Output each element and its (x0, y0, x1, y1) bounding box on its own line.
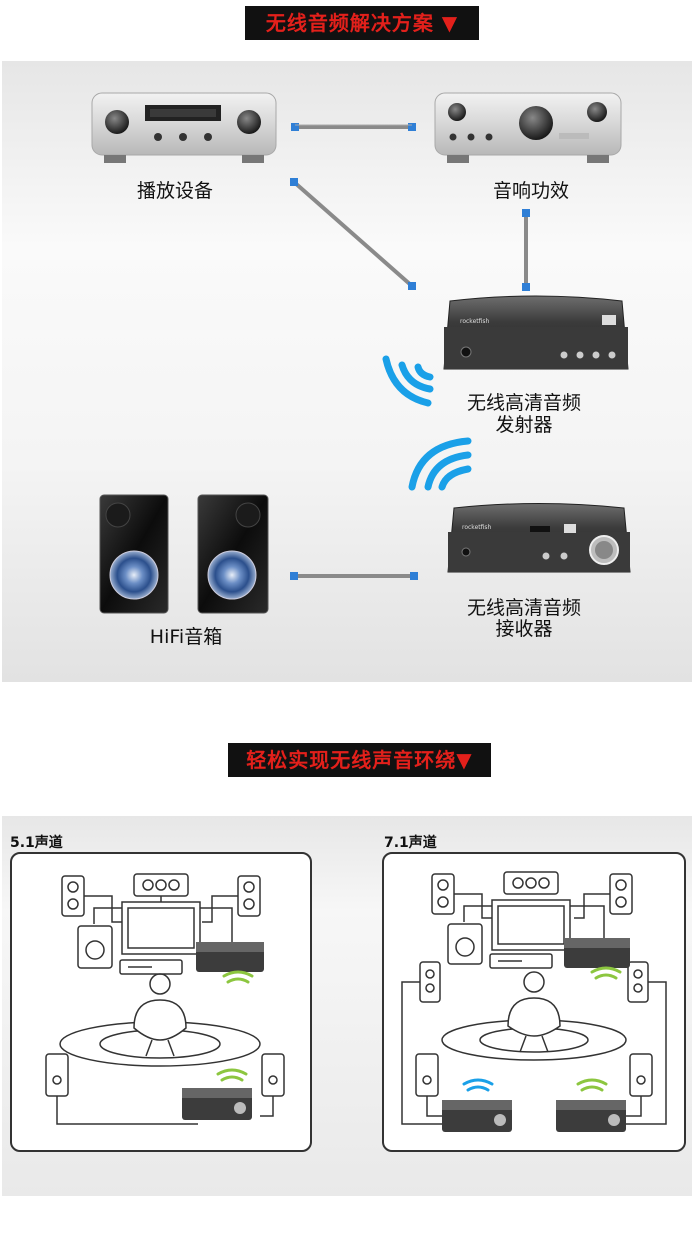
amplifier-device-icon (433, 91, 623, 167)
transmitter-label-line1: 无线高清音频 (466, 392, 581, 414)
transmitter-device-icon: rocketfish (438, 293, 634, 375)
surround-7-1-title: 7.1声道 (384, 835, 437, 851)
room-7-1 (382, 852, 686, 1152)
section2-banner: 轻松实现无线声音环绕▼ (228, 743, 491, 777)
receiver-label-line2: 接收器 (495, 618, 553, 640)
wifi-waves-receive-icon (408, 437, 472, 491)
hifi-speakers-icon (98, 493, 274, 623)
transmitter-brand: rocketfish (460, 318, 490, 325)
receiver-device-icon: rocketfish (442, 502, 636, 578)
speakers-label: HiFi音箱 (149, 626, 223, 648)
amplifier-label: 音响功效 (492, 180, 569, 202)
surround-diagram-panel: 5.1声道 7.1声道 (2, 816, 692, 1196)
connection-lines (290, 123, 530, 580)
player-device-icon (90, 91, 278, 167)
transmitter-label-line2: 发射器 (495, 414, 553, 436)
receiver-label-line1: 无线高清音频 (466, 597, 581, 619)
wireless-audio-diagram: 播放设备 音响功效 rocketfish 无线 (2, 61, 692, 682)
player-label: 播放设备 (136, 180, 213, 202)
room-5-1 (10, 852, 312, 1152)
layout-5-1-diagram (45, 873, 285, 1125)
receiver-brand: rocketfish (462, 524, 492, 531)
layout-7-1-diagram (401, 871, 667, 1132)
wifi-waves-transmit-icon (382, 355, 434, 407)
section1-banner: 无线音频解决方案 ▼ (245, 6, 479, 40)
surround-5-1-title: 5.1声道 (10, 835, 63, 851)
line-player-tx (292, 180, 414, 288)
